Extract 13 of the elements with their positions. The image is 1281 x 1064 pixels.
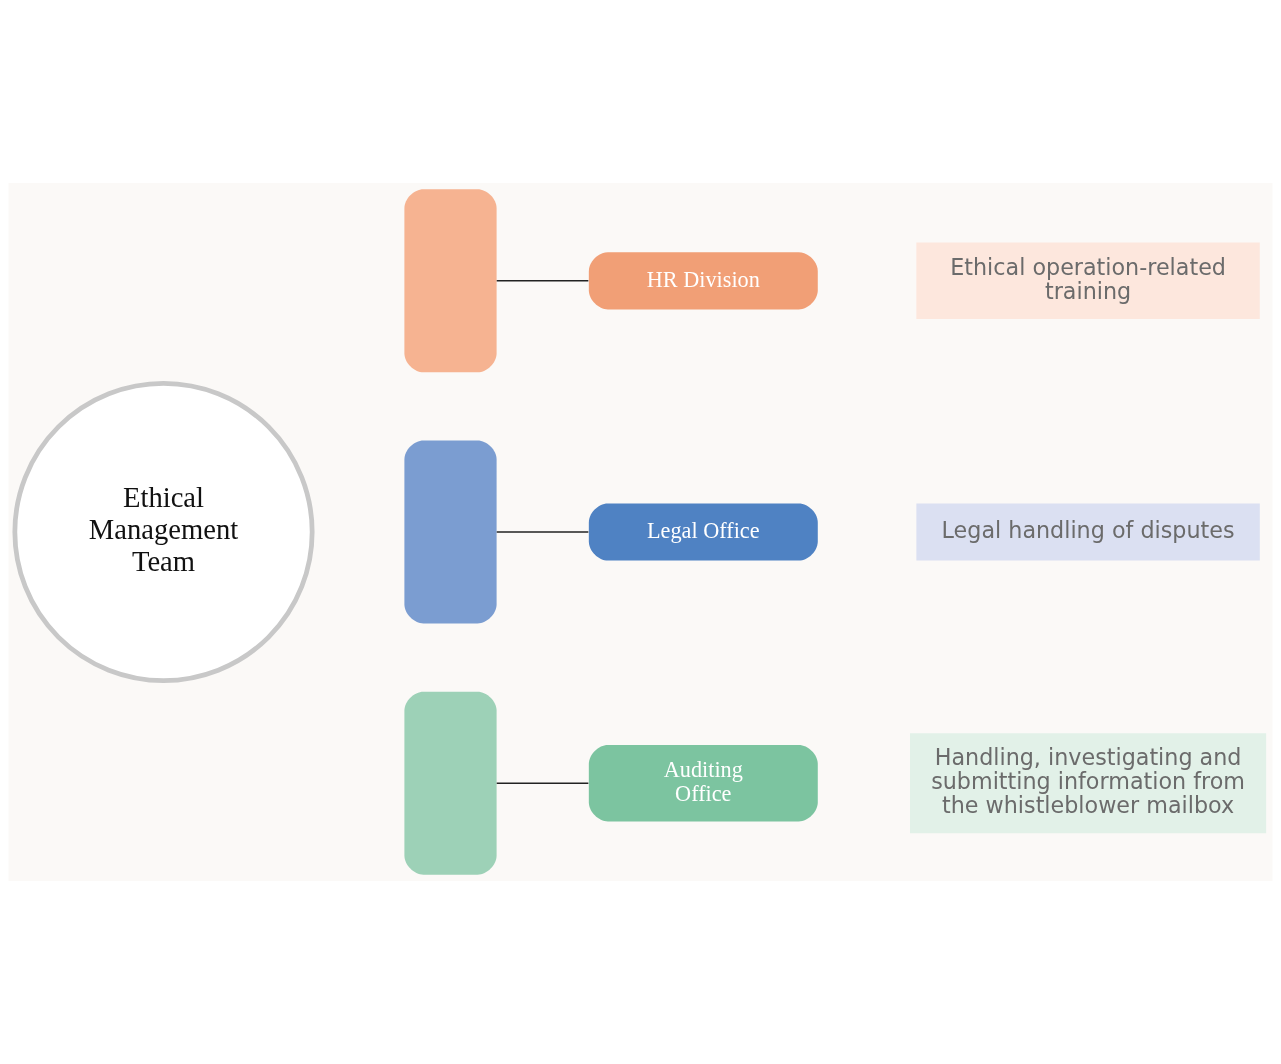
- connector: [495, 782, 590, 784]
- node-arc: [404, 440, 497, 624]
- node-box: Legal Office: [588, 503, 818, 561]
- node-circle: Ethical Management Team: [12, 380, 315, 684]
- node-arc: [404, 189, 497, 373]
- node-box: Handling, investigating and submitting information from the whistleblower mailbox: [910, 733, 1267, 834]
- node-box: HR Division: [588, 252, 818, 310]
- connector: [495, 280, 590, 282]
- connector: [495, 531, 590, 533]
- node-box: Ethical operation-related training: [916, 242, 1260, 319]
- node-box: Auditing Office: [588, 745, 818, 822]
- node-box: Legal handling of disputes: [916, 503, 1260, 561]
- node-arc: [404, 691, 497, 875]
